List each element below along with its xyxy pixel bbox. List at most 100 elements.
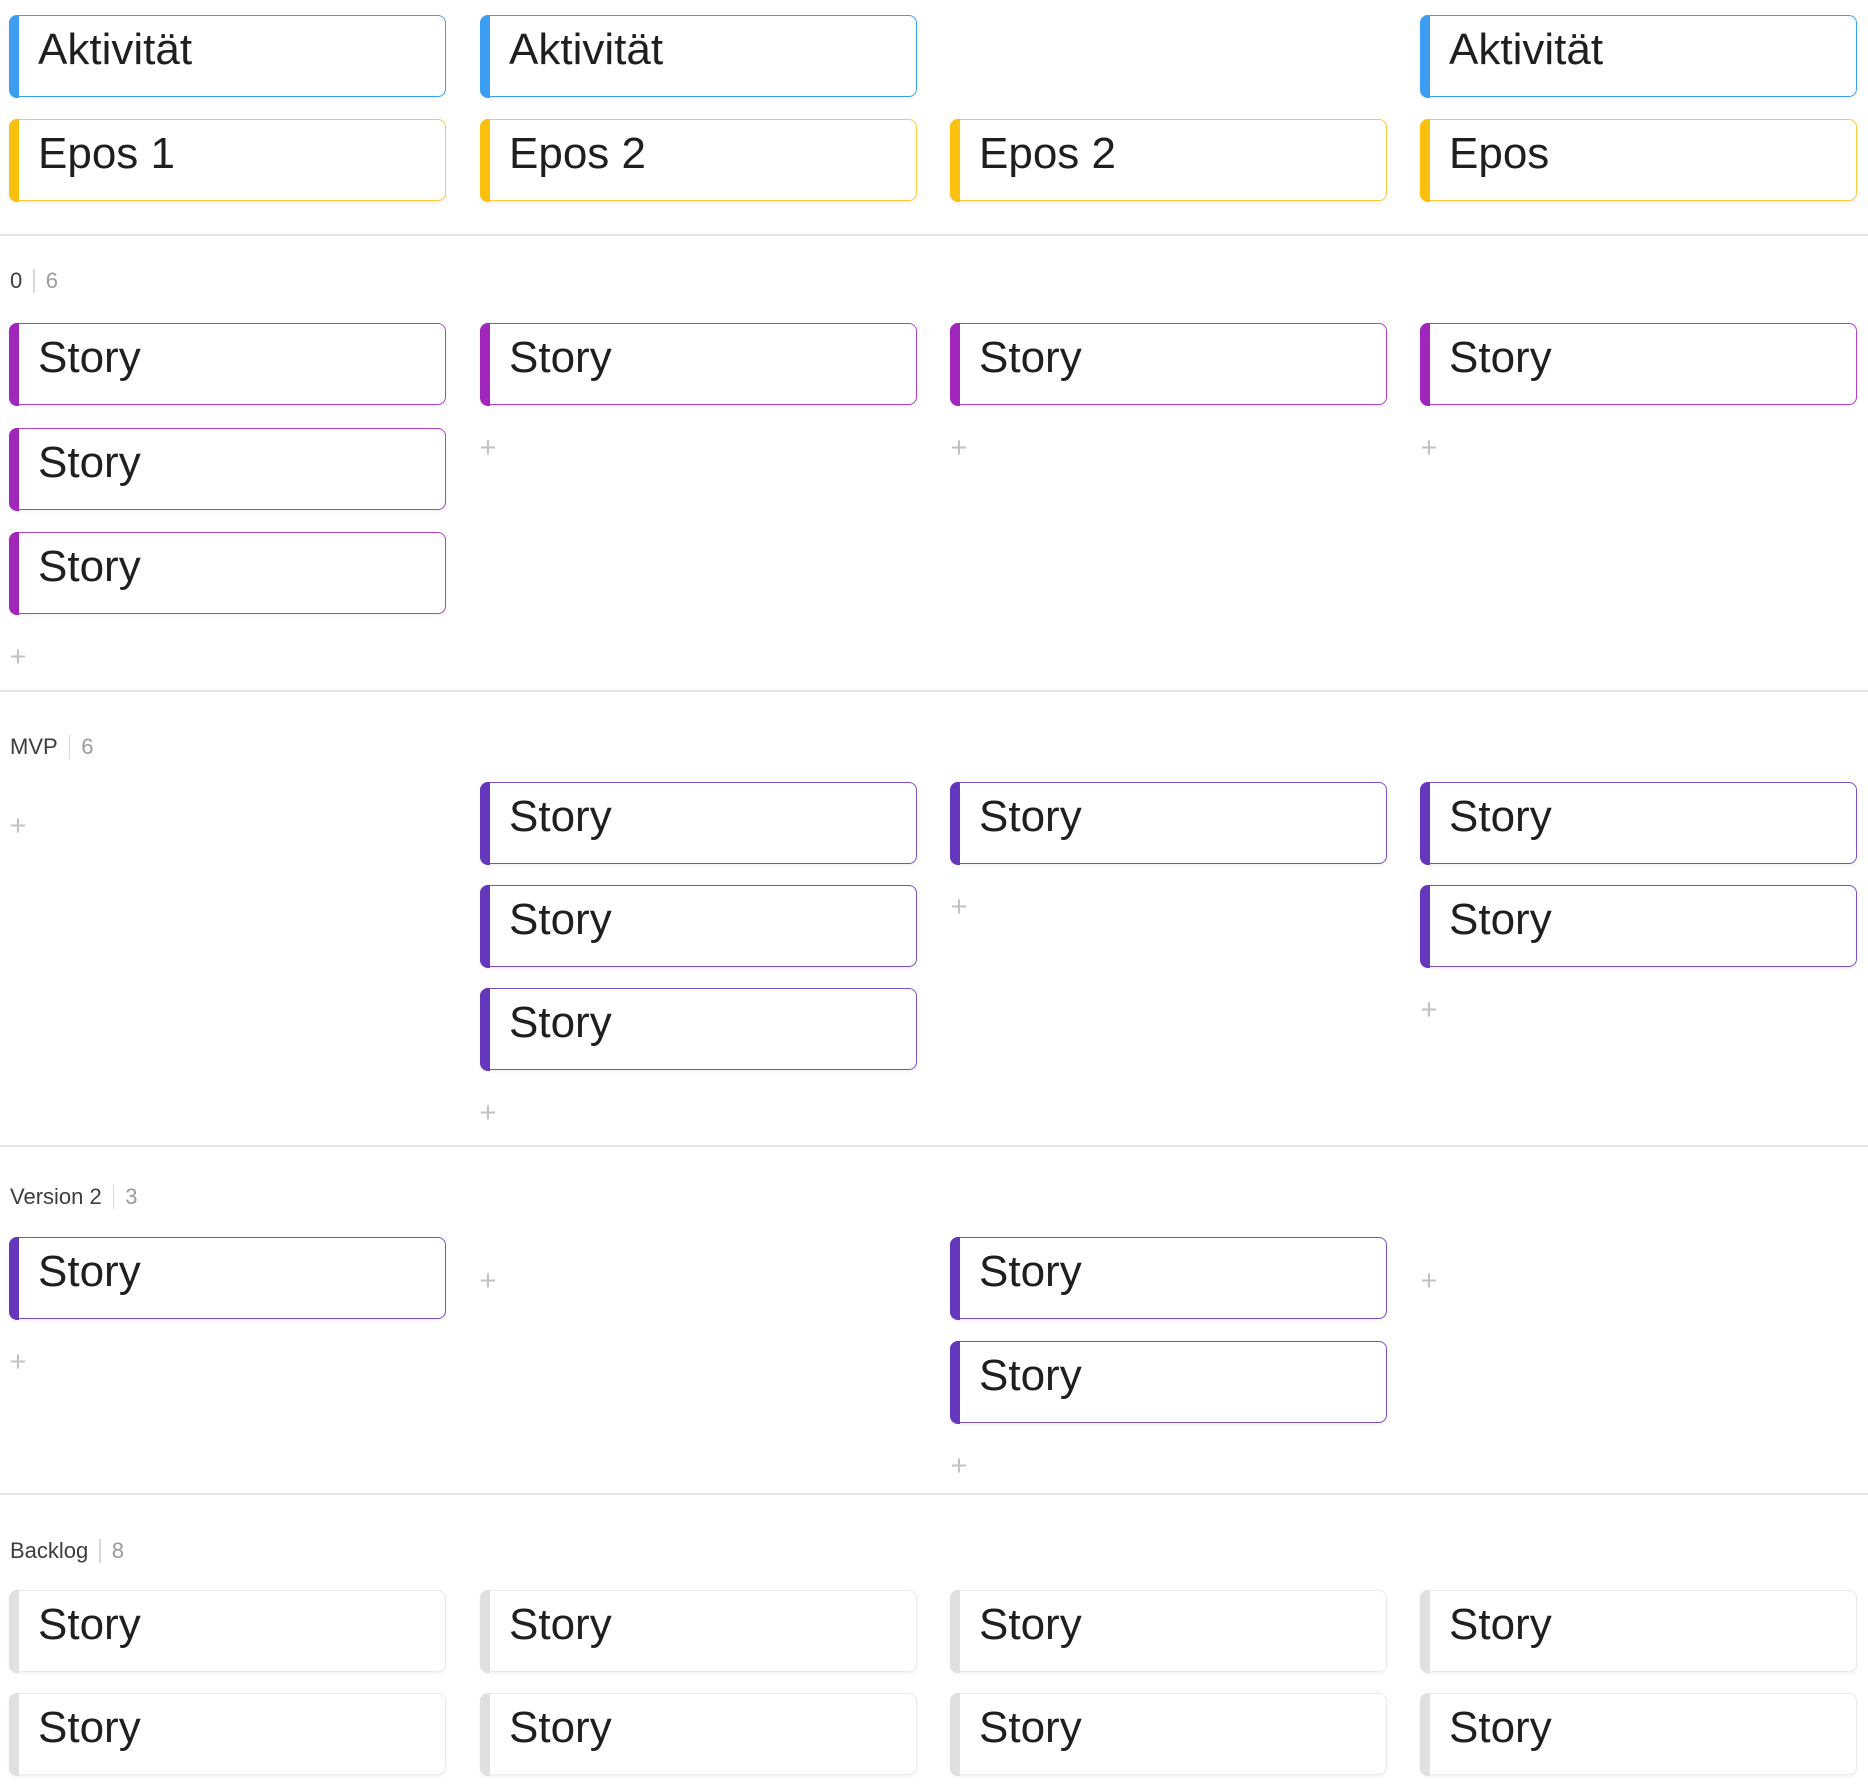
card-title: Aktivität <box>509 25 664 74</box>
story-card[interactable]: Story <box>479 781 917 865</box>
story-card[interactable]: Story <box>8 427 446 511</box>
card-title: Story <box>1449 895 1552 944</box>
card-accent-bar <box>479 884 490 968</box>
section-name[interactable]: Backlog <box>10 1538 89 1563</box>
section-separator <box>68 735 71 759</box>
story-card[interactable]: Story <box>1419 884 1857 968</box>
section-header-0: 0 6 <box>10 268 58 294</box>
card-accent-bar <box>8 1236 19 1320</box>
add-card-button[interactable]: + <box>9 810 27 842</box>
add-card-button[interactable]: + <box>1420 432 1438 464</box>
card-title: Story <box>38 1703 141 1752</box>
epic-card[interactable]: Epos 1 <box>8 118 446 202</box>
section-separator <box>33 269 35 293</box>
card-title: Story <box>979 1600 1082 1649</box>
card-title: Story <box>509 333 612 382</box>
card-title: Story <box>38 438 141 487</box>
card-accent-bar <box>1419 14 1430 98</box>
section-separator <box>99 1539 101 1563</box>
activity-card[interactable]: Aktivität <box>8 14 446 98</box>
story-card[interactable]: Story <box>949 1589 1387 1673</box>
card-accent-bar <box>479 781 490 865</box>
section-count: 6 <box>45 268 58 293</box>
story-card[interactable]: Story <box>949 1692 1387 1776</box>
story-card[interactable]: Story <box>8 531 446 615</box>
story-card[interactable]: Story <box>479 1692 917 1776</box>
story-card[interactable]: Story <box>949 1236 1387 1320</box>
card-accent-bar <box>479 14 490 98</box>
add-card-button[interactable]: + <box>9 641 27 673</box>
activity-card[interactable]: Aktivität <box>1419 14 1857 98</box>
card-accent-bar <box>949 1236 960 1320</box>
card-title: Story <box>979 1703 1082 1752</box>
card-title: Story <box>1449 792 1552 841</box>
section-divider <box>0 690 1868 692</box>
section-header-backlog: Backlog 8 <box>10 1538 124 1564</box>
add-card-button[interactable]: + <box>1420 994 1438 1026</box>
section-divider <box>0 1493 1868 1495</box>
card-accent-bar <box>8 14 19 98</box>
card-accent-bar <box>8 1589 19 1673</box>
card-accent-bar <box>8 531 19 615</box>
card-accent-bar <box>949 118 960 202</box>
story-card[interactable]: Story <box>1419 1692 1857 1776</box>
add-card-button[interactable]: + <box>9 1346 27 1378</box>
card-title: Aktivität <box>38 25 193 74</box>
section-separator <box>112 1185 115 1209</box>
add-card-button[interactable]: + <box>479 432 497 464</box>
story-card[interactable]: Story <box>8 322 446 406</box>
card-title: Epos 2 <box>979 129 1116 178</box>
card-title: Epos 1 <box>38 129 175 178</box>
story-card[interactable]: Story <box>479 322 917 406</box>
add-card-button[interactable]: + <box>950 891 968 923</box>
card-title: Story <box>509 998 612 1047</box>
card-accent-bar <box>949 781 960 865</box>
story-card[interactable]: Story <box>8 1236 446 1320</box>
card-title: Story <box>38 333 141 382</box>
card-title: Story <box>1449 1600 1552 1649</box>
story-card[interactable]: Story <box>8 1589 446 1673</box>
add-card-button[interactable]: + <box>950 432 968 464</box>
story-card[interactable]: Story <box>479 987 917 1071</box>
epic-card[interactable]: Epos 2 <box>949 118 1387 202</box>
section-name[interactable]: Version 2 <box>10 1184 102 1209</box>
add-card-button[interactable]: + <box>479 1097 497 1129</box>
story-card[interactable]: Story <box>479 1589 917 1673</box>
section-count: 8 <box>111 1538 125 1563</box>
epic-card[interactable]: Epos <box>1419 118 1857 202</box>
story-card[interactable]: Story <box>1419 322 1857 406</box>
card-title: Epos <box>1449 129 1550 178</box>
section-name[interactable]: MVP <box>10 734 58 759</box>
add-card-button[interactable]: + <box>950 1450 968 1482</box>
activity-card[interactable]: Aktivität <box>479 14 917 98</box>
card-title: Aktivität <box>1449 25 1604 74</box>
card-title: Story <box>1449 1703 1552 1752</box>
card-title: Story <box>979 1351 1082 1400</box>
story-card[interactable]: Story <box>949 781 1387 865</box>
story-card[interactable]: Story <box>8 1692 446 1776</box>
epic-card[interactable]: Epos 2 <box>479 118 917 202</box>
section-count: 6 <box>81 734 94 759</box>
story-card[interactable]: Story <box>1419 1589 1857 1673</box>
card-accent-bar <box>8 1692 19 1776</box>
story-card[interactable]: Story <box>479 884 917 968</box>
story-card[interactable]: Story <box>1419 781 1857 865</box>
story-card[interactable]: Story <box>949 1340 1387 1424</box>
card-title: Story <box>509 792 612 841</box>
add-card-button[interactable]: + <box>479 1265 497 1297</box>
card-accent-bar <box>1419 322 1430 406</box>
card-accent-bar <box>479 322 490 406</box>
card-accent-bar <box>479 1589 490 1673</box>
add-card-button[interactable]: + <box>1420 1265 1438 1297</box>
section-header-mvp: MVP 6 <box>10 734 93 760</box>
card-accent-bar <box>479 987 490 1071</box>
card-title: Story <box>1449 333 1552 382</box>
card-accent-bar <box>8 118 19 202</box>
card-accent-bar <box>1419 1589 1430 1673</box>
story-card[interactable]: Story <box>949 322 1387 406</box>
card-accent-bar <box>949 1340 960 1424</box>
card-title: Story <box>979 1247 1082 1296</box>
section-name[interactable]: 0 <box>10 268 23 293</box>
card-accent-bar <box>1419 781 1430 865</box>
section-count: 3 <box>125 1184 138 1209</box>
